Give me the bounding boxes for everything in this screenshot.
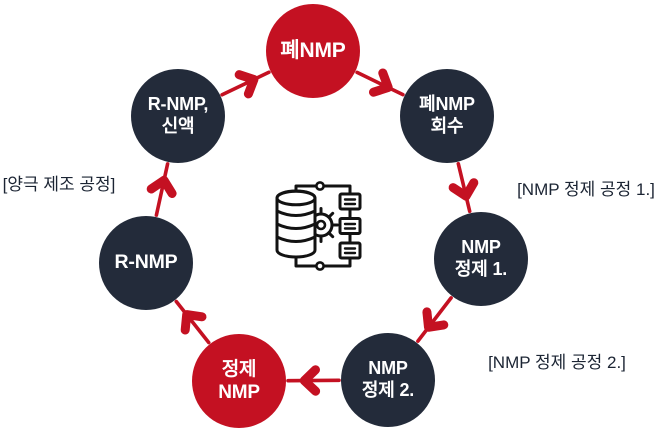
cycle-arrow-line <box>154 162 170 217</box>
cycle-arrowhead <box>180 310 207 335</box>
cycle-arrow-line <box>174 299 211 345</box>
cycle-arrow-line <box>416 296 453 343</box>
database-gear-flow-icon <box>275 181 362 271</box>
cycle-arrowhead <box>146 175 177 198</box>
node-label-line1: R-NMP <box>114 251 178 274</box>
database-icon <box>275 189 317 259</box>
node-label: NMP 정제 1. <box>455 237 507 281</box>
node-label: NMP 정제 2. <box>362 358 414 402</box>
node-label-line1: 폐NMP <box>419 94 475 115</box>
node-r-nmp-fresh: R-NMP, 신액 <box>131 69 225 163</box>
node-label-line1: NMP <box>368 358 408 379</box>
cycle-arrow-line <box>355 70 405 97</box>
node-label-line2: 신액 <box>161 116 195 136</box>
node-waste-nmp-recovery: 폐NMP 회수 <box>400 69 494 163</box>
label-nmp-refining-process-2: [NMP 정제 공정 2.] <box>488 353 626 372</box>
connector-node-top <box>315 181 325 191</box>
cycle-arrow-line <box>456 161 472 214</box>
node-label: 정제 NMP <box>218 358 260 404</box>
node-nmp-refine-1: NMP 정제 1. <box>434 212 528 306</box>
node-label-line1: NMP <box>461 237 501 258</box>
cycle-arrowhead <box>369 68 393 97</box>
flow-boxes-icon <box>338 192 362 260</box>
cycle-arrowhead <box>422 307 449 332</box>
connector-node-bottom <box>315 261 325 271</box>
node-label-line1: 폐NMP <box>280 39 346 63</box>
node-label-line2: 정제 2. <box>361 380 415 400</box>
node-label: R-NMP <box>115 251 178 275</box>
node-label-line2: 회수 <box>430 116 464 136</box>
cycle-arrow-line <box>220 70 271 97</box>
label-cathode-manufacturing-process: [양극 제조 공정] <box>2 175 116 194</box>
node-refined-nmp: 정제 NMP <box>192 334 286 428</box>
node-label-line1: R-NMP, <box>147 94 209 115</box>
node-nmp-refine-2: NMP 정제 2. <box>341 333 435 427</box>
node-label: 폐NMP <box>280 38 345 64</box>
node-r-nmp: R-NMP <box>99 216 193 310</box>
cycle-arrowhead <box>448 178 479 201</box>
node-label-line2: 정제 1. <box>454 259 508 279</box>
node-label-line1: 정제 <box>221 358 257 380</box>
node-waste-nmp: 폐NMP <box>266 4 360 98</box>
cycle-arrowhead <box>299 365 321 396</box>
node-label: 폐NMP 회수 <box>419 94 475 138</box>
label-nmp-refining-process-1: [NMP 정제 공정 1.] <box>517 180 655 199</box>
node-label: R-NMP, 신액 <box>147 94 209 138</box>
cycle-arrowhead <box>234 70 259 99</box>
node-label-line2: NMP <box>218 382 260 403</box>
